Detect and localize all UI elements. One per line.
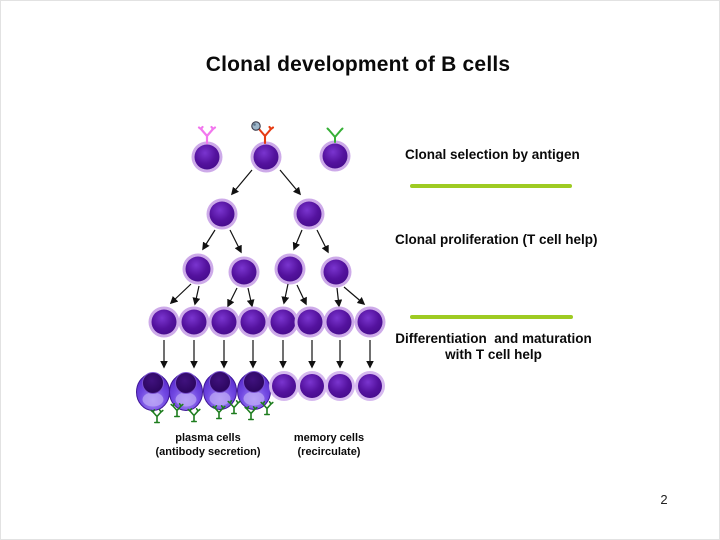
generation-4-cells [148,306,386,338]
differentiation-label-line2: with T cell help [445,347,542,362]
differentiation-label-line1: Differentiation and maturation [395,331,592,346]
plasma-cells-label-line1: plasma cells [175,432,241,444]
generation-2-cells [206,198,325,230]
plasma-cells-label: plasma cells (antibody secretion) [145,431,271,459]
plasma-cells-label-line2: (antibody secretion) [155,446,261,458]
memory-cell [269,371,299,401]
page-number: 2 [660,492,668,507]
b-cell [178,306,210,338]
memory-cell [325,371,355,401]
slide-title: Clonal development of B cells [205,53,511,76]
division-arrows-gen1 [231,169,301,196]
b-cell [323,306,355,338]
naive-b-cell-green [319,127,351,172]
division-arrows-gen3 [169,283,366,308]
antibody-icon [260,400,274,416]
b-cell [294,306,326,338]
naive-b-cell-pink [191,125,223,173]
selected-b-cell [250,121,282,173]
bcr-red-icon [255,125,275,145]
b-cell [182,253,214,285]
antigen-icon [251,121,261,131]
b-cell [354,306,386,338]
b-cell [320,256,352,288]
stage-divider-line-1 [410,184,572,188]
memory-cells-label: memory cells (recirculate) [273,431,385,459]
b-cell [293,198,325,230]
clonal-proliferation-label: Clonal proliferation (T cell help) [395,232,598,247]
b-cell [274,253,306,285]
bcr-green-icon [326,127,344,143]
b-cell [208,306,240,338]
plasma-cell [237,371,271,410]
b-cell [267,306,299,338]
memory-cell [355,371,385,401]
memory-cells-label-line2: (recirculate) [297,446,361,458]
bcr-pink-icon [197,125,217,145]
clonal-selection-label: Clonal selection by antigen [405,147,580,162]
b-cell [148,306,180,338]
memory-cells [269,371,385,401]
b-cell [237,306,269,338]
differentiation-label: Differentiation and maturation with T ce… [386,331,601,363]
antibody-icon [150,408,164,424]
generation-3-cells [182,253,352,288]
division-arrows-gen2 [202,229,329,254]
antibody-icon [187,407,201,423]
differentiation-arrows [160,340,374,369]
memory-cells-label-line1: memory cells [293,432,365,444]
memory-cell [297,371,327,401]
naive-b-cells-row [191,121,351,173]
b-cell [206,198,238,230]
plasma-cells [136,371,271,411]
stage-divider-line-2 [410,315,573,319]
b-cell [228,256,260,288]
plasma-cell [136,372,170,411]
antibody-icon [227,399,241,415]
